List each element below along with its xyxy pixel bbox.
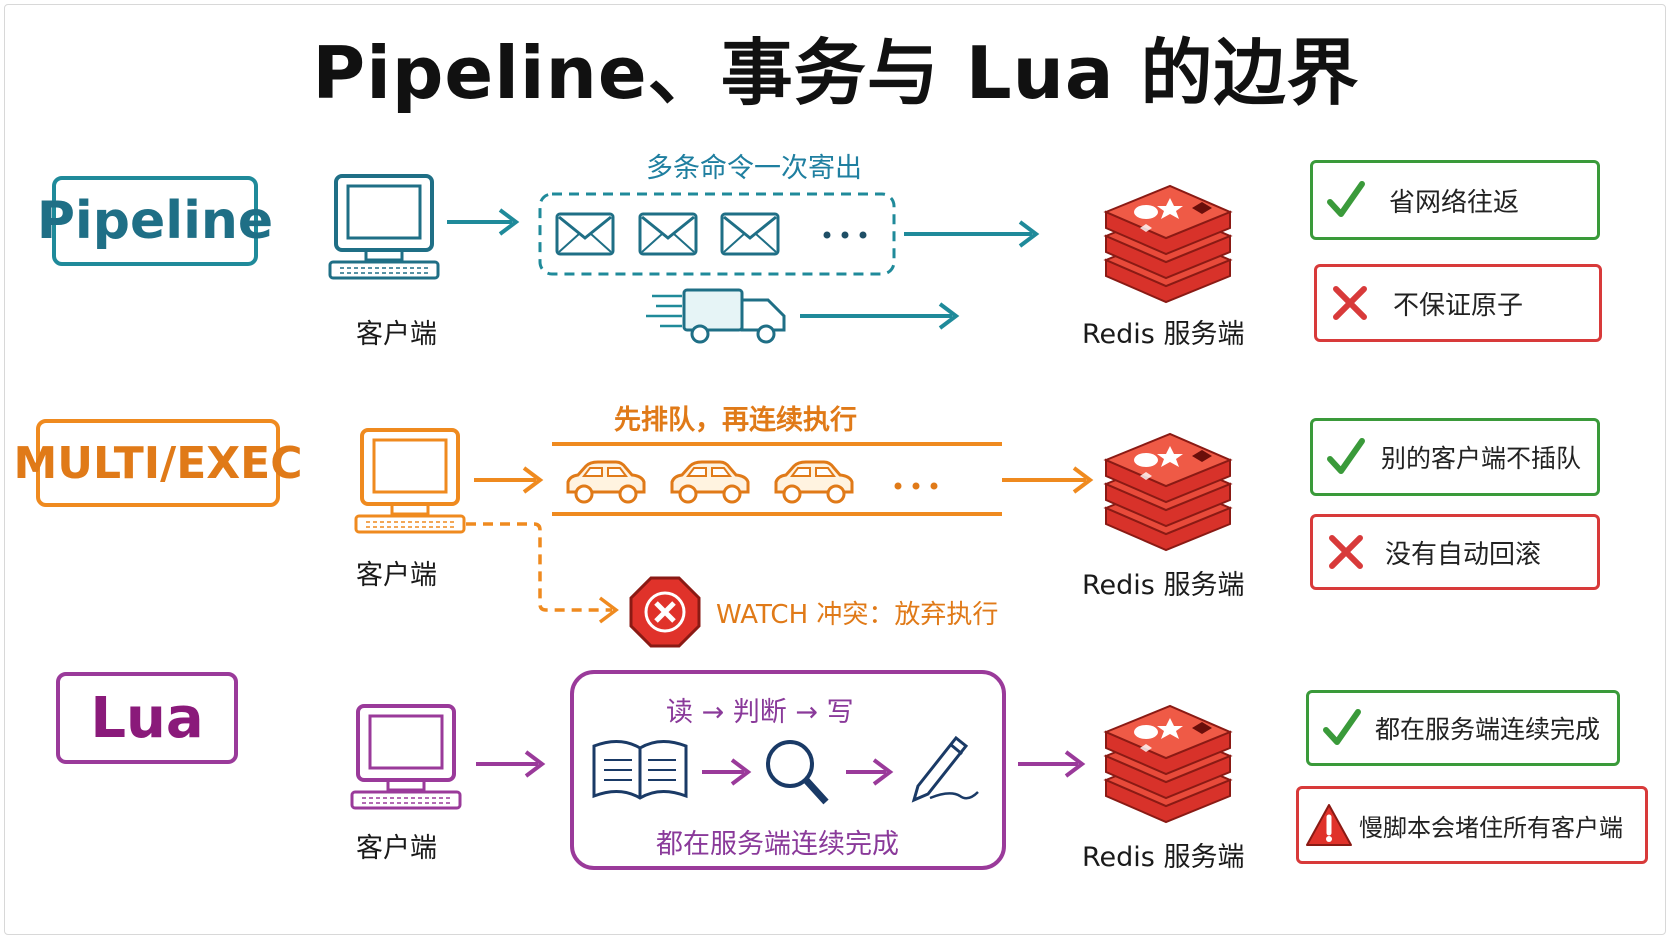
pipeline-label: Pipeline bbox=[37, 176, 273, 266]
note-text: 没有自动回滚 bbox=[1385, 539, 1542, 570]
step-judge: 判断 bbox=[732, 697, 787, 728]
multi-exec-note-pro: 别的客户端不插队 bbox=[1310, 418, 1600, 496]
pipeline-client-monitor-icon bbox=[328, 174, 440, 280]
pipeline-note-con: 不保证原子 bbox=[1314, 264, 1602, 342]
check-icon bbox=[1313, 421, 1379, 493]
note-text: 慢脚本会堵住所有客户端 bbox=[1359, 813, 1623, 842]
note-text: 不保证原子 bbox=[1393, 290, 1524, 321]
check-icon bbox=[1309, 693, 1375, 763]
multi-exec-server-caption: Redis 服务端 bbox=[1082, 570, 1245, 601]
stop-sign-icon bbox=[629, 576, 701, 648]
multi-exec-redis-server-icon bbox=[1105, 433, 1231, 551]
lua-steps-caption: 读 → 判断 → 写 bbox=[666, 690, 854, 729]
pipeline-top-caption: 多条命令一次寄出 bbox=[646, 153, 862, 184]
cross-icon bbox=[1313, 517, 1379, 587]
multi-exec-top-caption: 先排队，再连续执行 bbox=[614, 405, 857, 436]
pipeline-client-caption: 客户端 bbox=[356, 319, 437, 350]
lua-client-caption: 客户端 bbox=[356, 833, 437, 864]
multi-exec-label: MULTI/EXEC bbox=[13, 419, 303, 507]
envelope-icon bbox=[638, 212, 698, 256]
note-text: 都在服务端连续完成 bbox=[1375, 715, 1601, 744]
multi-exec-note-con: 没有自动回滚 bbox=[1310, 514, 1600, 590]
lua-server-caption: Redis 服务端 bbox=[1082, 842, 1245, 873]
page-frame bbox=[4, 4, 1666, 935]
lua-label: Lua bbox=[56, 672, 238, 764]
pipeline-server-caption: Redis 服务端 bbox=[1082, 319, 1245, 350]
step-read: 读 bbox=[666, 697, 693, 728]
pipeline-redis-server-icon bbox=[1105, 185, 1231, 303]
envelope-icon bbox=[555, 212, 615, 256]
magnifier-icon bbox=[766, 740, 829, 805]
warning-icon bbox=[1299, 789, 1359, 861]
lua-script-box bbox=[570, 670, 1006, 870]
check-icon bbox=[1313, 163, 1379, 237]
cross-icon bbox=[1317, 267, 1383, 339]
car-icon bbox=[566, 460, 646, 504]
note-text: 别的客户端不插队 bbox=[1381, 444, 1582, 473]
lua-client-monitor-icon bbox=[350, 704, 462, 810]
multi-exec-client-monitor-icon bbox=[354, 428, 466, 534]
lua-redis-server-icon bbox=[1105, 705, 1231, 823]
page-title: Pipeline、事务与 Lua 的边界 bbox=[312, 31, 1360, 115]
car-icon bbox=[670, 460, 750, 504]
lua-bottom-caption: 都在服务端连续完成 bbox=[656, 829, 899, 860]
envelope-icon bbox=[720, 212, 780, 256]
book-icon bbox=[592, 740, 688, 800]
note-text: 省网络往返 bbox=[1389, 187, 1520, 218]
multi-exec-client-caption: 客户端 bbox=[356, 560, 437, 591]
step-write: 写 bbox=[826, 697, 854, 728]
pen-icon bbox=[911, 735, 979, 803]
pipeline-batch-box bbox=[538, 192, 896, 276]
step-arrow-icon: → bbox=[701, 697, 733, 728]
car-icon bbox=[774, 460, 854, 504]
queue-lane bbox=[552, 442, 1002, 516]
step-arrow-icon: → bbox=[795, 697, 827, 728]
truck-icon bbox=[646, 288, 786, 344]
pipeline-note-pro: 省网络往返 bbox=[1310, 160, 1600, 240]
watch-conflict-caption: WATCH 冲突：放弃执行 bbox=[716, 600, 999, 630]
lua-note-con: 慢脚本会堵住所有客户端 bbox=[1296, 786, 1648, 864]
lua-note-pro: 都在服务端连续完成 bbox=[1306, 690, 1620, 766]
